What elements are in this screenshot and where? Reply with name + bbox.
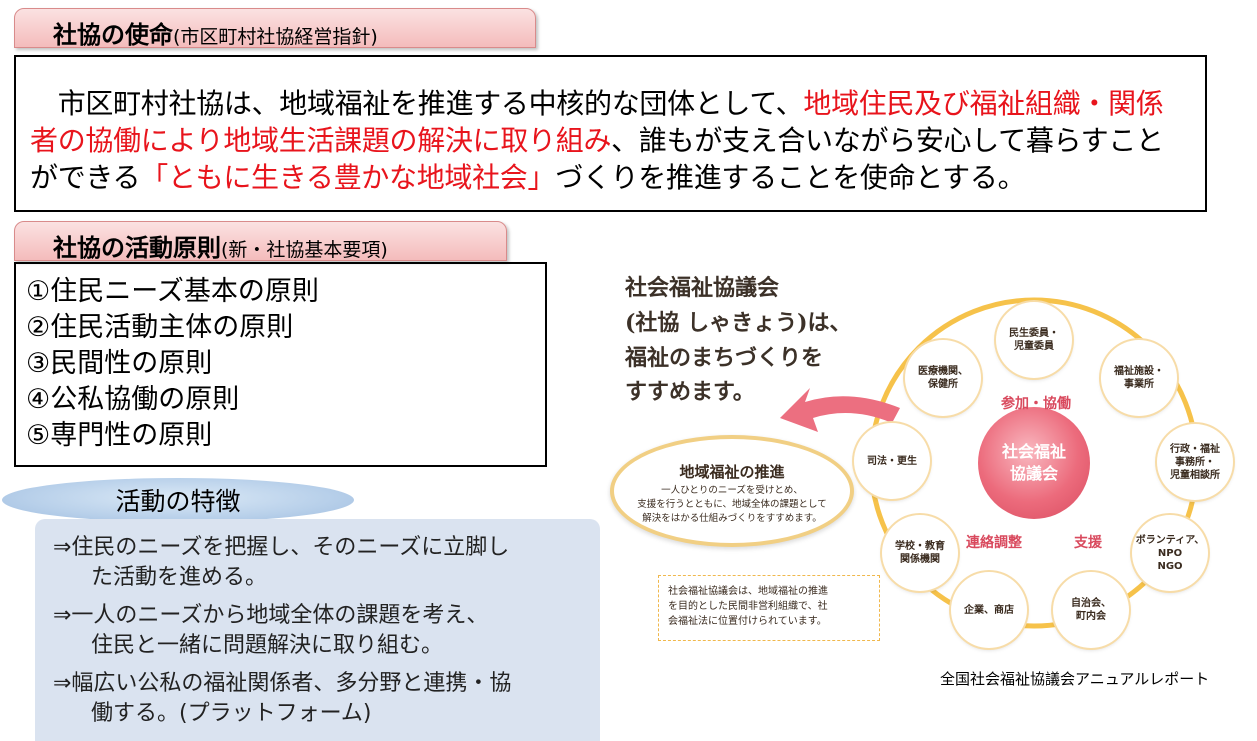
mission-text-1: 市区町村社協は、地域福祉を推進する中核的な団体として、 bbox=[30, 87, 804, 120]
note-line: を目的とした民間非営利組織で、社 bbox=[668, 601, 828, 612]
feature-line: ⇒住民のニーズを把握し、そのニーズに立脚し bbox=[53, 535, 510, 560]
principles-header: 社協の活動原則 (新・社協基本要項) bbox=[14, 221, 507, 262]
source-caption: 全国社会福祉協議会アニュアルレポート bbox=[940, 670, 1210, 688]
feature-line: ⇒一人のニーズから地域全体の課題を考え、 bbox=[53, 603, 489, 628]
network-node: 行政・福祉 事務所・ 児童相談所 bbox=[1157, 424, 1233, 500]
illustration-heading-line: すすめます。 bbox=[625, 379, 755, 405]
network-node: ボランティア、 NPO NGO bbox=[1132, 515, 1208, 591]
network-node: 自治会、 町内会 bbox=[1053, 572, 1129, 648]
principles-list: ①住民ニーズ基本の原則 ②住民活動主体の原則 ③民間性の原則 ④公私協働の原則 … bbox=[14, 262, 547, 467]
feature-line: ⇒幅広い公私の福祉関係者、多分野と連携・協 bbox=[53, 671, 512, 696]
promo-line: 解決をはかる仕組みづくりをすすめます。 bbox=[642, 513, 822, 524]
network-node: 福祉施設・ 事業所 bbox=[1101, 340, 1177, 416]
center-node: 社会福祉 協議会 bbox=[978, 407, 1090, 519]
definition-note: 社会福祉協議会は、地域福祉の推進 を目的とした民間非営利組織で、社 会福祉法に位… bbox=[658, 575, 880, 641]
ring-label: 支援 bbox=[1074, 535, 1102, 551]
principle-item: ③民間性の原則 bbox=[26, 348, 213, 379]
note-line: 社会福祉協議会は、地域福祉の推進 bbox=[668, 586, 828, 597]
ring-label: 参加・協働 bbox=[1001, 396, 1071, 412]
mission-header: 社協の使命 (市区町村社協経営指針) bbox=[14, 8, 536, 49]
community-welfare-promo: 地域福祉の推進 一人ひとりのニーズを受けとめ、 支援を行うとともに、地域全体の課… bbox=[610, 435, 854, 547]
principle-item: ④公私協働の原則 bbox=[26, 384, 240, 415]
feature-line: 働する。(プラットフォーム) bbox=[91, 701, 372, 726]
network-node: 企業、商店 bbox=[951, 572, 1027, 648]
feature-item: ⇒一人のニーズから地域全体の課題を考え、 住民と一緒に問題解決に取り組む。 bbox=[53, 601, 600, 661]
network-node: 民生委員・ 児童委員 bbox=[996, 302, 1072, 378]
promo-line: 一人ひとりのニーズを受けとめ、 bbox=[661, 485, 803, 496]
mission-text-red-2: 「ともに生きる豊かな地域社会」 bbox=[140, 161, 556, 194]
promo-title: 地域福祉の推進 bbox=[679, 463, 785, 481]
network-node: 学校・教育 関係機関 bbox=[882, 515, 958, 591]
principle-item: ①住民ニーズ基本の原則 bbox=[26, 276, 319, 307]
illustration-heading-line: 社会福祉協議会 bbox=[625, 275, 780, 301]
mission-title: 社協の使命 bbox=[53, 21, 173, 49]
network-node: 司法・更生 bbox=[854, 423, 930, 499]
illustration-heading-line: 福祉のまちづくりを bbox=[625, 345, 824, 371]
network-node: 医療機関、 保健所 bbox=[905, 340, 981, 416]
principle-item: ②住民活動主体の原則 bbox=[26, 312, 294, 343]
mission-statement: 市区町村社協は、地域福祉を推進する中核的な団体として、地域住民及び福祉組織・関係… bbox=[14, 55, 1207, 212]
ring-label: 連絡調整 bbox=[966, 535, 1022, 551]
mission-text-3: づくりを推進することを使命とする。 bbox=[555, 161, 1026, 194]
feature-item: ⇒住民のニーズを把握し、そのニーズに立脚し た活動を進める。 bbox=[53, 533, 600, 593]
feature-line: 住民と一緒に問題解決に取り組む。 bbox=[91, 633, 444, 658]
features-list: ⇒住民のニーズを把握し、そのニーズに立脚し た活動を進める。 ⇒一人のニーズから… bbox=[35, 519, 600, 741]
arrow-icon bbox=[780, 388, 900, 432]
principles-subtitle: (新・社協基本要項) bbox=[221, 239, 388, 261]
promo-line: 支援を行うとともに、地域全体の課題として bbox=[637, 499, 827, 510]
features-title: 活動の特徴 bbox=[2, 478, 354, 522]
principles-title: 社協の活動原則 bbox=[53, 234, 221, 262]
shakyo-illustration: 社会福祉協議会 (社協 しゃきょう)は、 福祉のまちづくりを すすめます。 社会… bbox=[600, 260, 1257, 690]
note-line: 会福祉法に位置付けられています。 bbox=[668, 616, 827, 627]
illustration-heading-line: (社協 しゃきょう)は、 bbox=[625, 310, 852, 336]
feature-item: ⇒幅広い公私の福祉関係者、多分野と連携・協 働する。(プラットフォーム) bbox=[53, 669, 600, 729]
mission-subtitle: (市区町村社協経営指針) bbox=[173, 26, 378, 48]
principle-item: ⑤専門性の原則 bbox=[26, 420, 213, 451]
mission-text-2: 、誰もが支え合いながら安心して暮らすことができる bbox=[30, 124, 1164, 194]
promo-body: 一人ひとりのニーズを受けとめ、 支援を行うとともに、地域全体の課題として 解決を… bbox=[614, 484, 850, 526]
mission-text-red-1: 地域住民及び福祉組織・関係者の協働により地域生活課題の解決に取り組み bbox=[30, 87, 1164, 157]
feature-line: た活動を進める。 bbox=[91, 565, 268, 590]
